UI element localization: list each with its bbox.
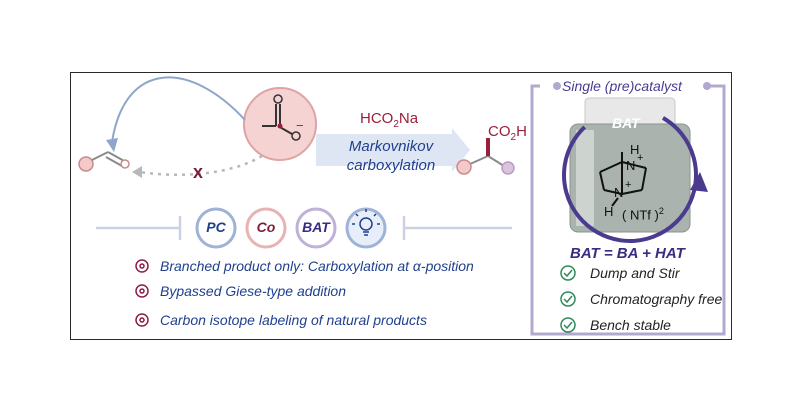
target-icon (135, 259, 149, 273)
product-subscript: 2 (510, 132, 517, 143)
bullet-isotope: Carbon isotope labeling of natural produ… (160, 312, 427, 328)
bullet-giese: Bypassed Giese-type addition (160, 283, 346, 299)
panel-title: Single (pre)catalyst (562, 78, 682, 94)
counterion-exp: 2 (658, 206, 664, 216)
blocked-arrowhead (132, 166, 142, 178)
structure-h-bot: H (604, 204, 614, 219)
check-icon (560, 317, 576, 333)
reaction-arrow (316, 128, 470, 172)
panel-title-dot-left (553, 82, 561, 90)
product-bonds (469, 155, 505, 167)
jar-cycle (562, 107, 698, 243)
cycle-arrowhead (690, 172, 708, 192)
structure-plus-bot: + (625, 179, 632, 191)
product-substituent (456, 159, 472, 175)
panel-title-gap (557, 78, 707, 92)
panel-title-dot-right (703, 82, 711, 90)
carboxylate-o-right (291, 131, 301, 141)
bat-structure (599, 152, 647, 207)
condition-line1: Markovnikov (348, 138, 434, 155)
feature-chromatography-free: Chromatography free (590, 291, 723, 307)
condition-line2: carboxylation (346, 157, 436, 174)
product-methyl (501, 161, 515, 175)
check-icon (560, 291, 576, 307)
counterion-main: ( NTf ) (622, 207, 659, 223)
lightbulb-icon (352, 209, 380, 236)
target-icon (135, 313, 149, 327)
target-icon (135, 284, 149, 298)
product-tail: H (516, 123, 527, 140)
figure-frame (70, 72, 732, 340)
mode-circle-pc (195, 207, 237, 249)
mode-circle-light (345, 207, 387, 249)
structure-h-top: H (630, 142, 640, 157)
mode-pc-label: PC (206, 219, 226, 235)
mode-circle-bat (295, 207, 337, 249)
markovnikov-attack-arrow (111, 76, 246, 143)
product-label: CO2H (488, 123, 527, 143)
structure-n-bot: N (614, 185, 624, 200)
check-icon (560, 265, 576, 281)
structure-plus-top: + (637, 152, 644, 164)
radical-dot (277, 123, 283, 129)
reagent-subscript: 2 (393, 119, 399, 130)
mode-circle-co (245, 207, 287, 249)
reagent-tail: Na (398, 110, 419, 127)
blocked-mark: x (193, 162, 204, 182)
reagent-main: HCO (360, 110, 394, 127)
carboxylate-charge: − (296, 118, 304, 133)
bat-equation: BAT = BA + HAT (570, 245, 685, 262)
alkene-carbon-dot (120, 159, 130, 169)
reagent-label: HCO2Na (360, 110, 418, 130)
jar-highlight (576, 130, 594, 226)
jar-label: BAT (612, 115, 640, 131)
product-main: CO (488, 123, 511, 140)
structure-n-top: N (626, 158, 636, 173)
counterion-label: ( NTf )2 (622, 206, 664, 222)
condition-label: Markovnikov carboxylation (316, 137, 466, 175)
feature-dump-stir: Dump and Stir (590, 265, 680, 281)
alkene-substituent (78, 156, 94, 172)
mode-bat-label: BAT (302, 219, 330, 235)
carboxylate-o-top (273, 94, 283, 104)
bullet-branched: Branched product only: Carboxylation at … (160, 258, 474, 274)
jar-body (569, 123, 691, 233)
mode-co-label: Co (256, 219, 276, 235)
attack-arrowhead (106, 138, 118, 152)
feature-bench-stable: Bench stable (590, 317, 671, 333)
carboxylate-structure (262, 104, 293, 135)
